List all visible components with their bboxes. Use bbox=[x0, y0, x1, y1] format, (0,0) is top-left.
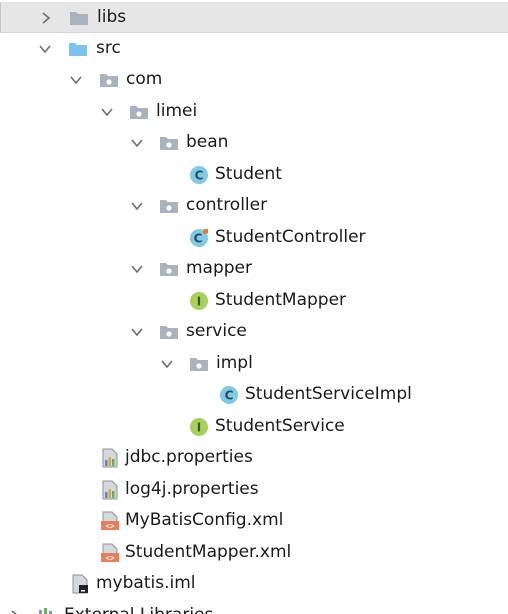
tree-item-label: StudentMapper bbox=[215, 290, 347, 310]
tree-item-controller[interactable]: controller bbox=[0, 190, 508, 221]
interface-icon: I bbox=[189, 417, 209, 437]
tree-item-student-controller[interactable]: C StudentController bbox=[0, 222, 508, 253]
tree-item-label: External Libraries bbox=[64, 605, 213, 614]
tree-item-libs[interactable]: libs bbox=[0, 2, 508, 33]
tree-item-label: MyBatisConfig.xml bbox=[125, 510, 284, 530]
svg-text:<>: <> bbox=[105, 522, 115, 531]
spring-class-icon: C bbox=[189, 228, 209, 248]
tree-item-mapper[interactable]: mapper bbox=[0, 253, 508, 284]
tree-item-jdbc-properties[interactable]: jdbc.properties bbox=[0, 442, 508, 473]
properties-file-icon bbox=[100, 448, 120, 468]
tree-item-label: StudentMapper.xml bbox=[125, 542, 292, 562]
tree-item-mybatis-config-xml[interactable]: <> MyBatisConfig.xml bbox=[0, 505, 508, 536]
tree-item-label: log4j.properties bbox=[125, 479, 259, 499]
properties-file-icon bbox=[100, 480, 120, 500]
svg-text:C: C bbox=[225, 389, 234, 403]
tree-item-log4j-properties[interactable]: log4j.properties bbox=[0, 474, 508, 505]
source-folder-icon bbox=[68, 39, 88, 59]
tree-item-label: bean bbox=[186, 132, 229, 152]
chevron-down-icon[interactable] bbox=[38, 42, 52, 56]
tree-item-src[interactable]: src bbox=[0, 33, 508, 64]
chevron-down-icon[interactable] bbox=[160, 357, 174, 371]
tree-item-label: impl bbox=[216, 353, 253, 373]
tree-item-com[interactable]: com bbox=[0, 64, 508, 95]
class-icon: C bbox=[189, 165, 209, 185]
svg-text:<>: <> bbox=[105, 554, 115, 563]
tree-item-label: limei bbox=[156, 101, 198, 121]
tree-item-label: src bbox=[96, 38, 121, 58]
tree-item-label: com bbox=[126, 69, 163, 89]
package-icon bbox=[159, 259, 179, 279]
package-icon bbox=[189, 354, 209, 374]
svg-text:I: I bbox=[197, 295, 201, 309]
tree-item-label: controller bbox=[186, 195, 268, 215]
tree-item-label: Student bbox=[215, 164, 282, 184]
tree-item-bean[interactable]: bean bbox=[0, 127, 508, 158]
package-icon bbox=[129, 102, 149, 122]
tree-item-label: mybatis.iml bbox=[96, 573, 196, 593]
xml-file-icon: <> bbox=[100, 511, 120, 531]
tree-item-label: StudentController bbox=[215, 227, 366, 247]
tree-item-student-mapper-xml[interactable]: <> StudentMapper.xml bbox=[0, 537, 508, 568]
chevron-down-icon[interactable] bbox=[69, 73, 83, 87]
tree-item-external-libraries[interactable]: External Libraries bbox=[0, 600, 508, 614]
tree-item-limei[interactable]: limei bbox=[0, 96, 508, 127]
tree-item-label: service bbox=[186, 321, 247, 341]
tree-item-label: jdbc.properties bbox=[125, 447, 253, 467]
tree-item-label: mapper bbox=[186, 258, 253, 278]
chevron-down-icon[interactable] bbox=[130, 199, 144, 213]
tree-item-label: StudentServiceImpl bbox=[245, 384, 412, 404]
chevron-down-icon[interactable] bbox=[130, 325, 144, 339]
svg-text:C: C bbox=[195, 169, 204, 183]
tree-item-service[interactable]: service bbox=[0, 316, 508, 347]
svg-text:I: I bbox=[197, 421, 201, 435]
tree-item-impl[interactable]: impl bbox=[0, 348, 508, 379]
chevron-right-icon[interactable] bbox=[39, 11, 53, 25]
tree-item-mybatis-iml[interactable]: mybatis.iml bbox=[0, 568, 508, 599]
tree-item-student-service[interactable]: I StudentService bbox=[0, 411, 508, 442]
chevron-right-icon[interactable] bbox=[8, 609, 22, 614]
interface-icon: I bbox=[189, 291, 209, 311]
tree-item-student[interactable]: C Student bbox=[0, 159, 508, 190]
chevron-down-icon[interactable] bbox=[100, 105, 114, 119]
svg-text:C: C bbox=[194, 232, 203, 246]
package-icon bbox=[159, 322, 179, 342]
iml-file-icon bbox=[70, 574, 90, 594]
package-icon bbox=[159, 133, 179, 153]
tree-item-student-mapper[interactable]: I StudentMapper bbox=[0, 285, 508, 316]
package-icon bbox=[159, 196, 179, 216]
tree-item-student-service-impl[interactable]: C StudentServiceImpl bbox=[0, 379, 508, 410]
chevron-down-icon[interactable] bbox=[130, 262, 144, 276]
xml-file-icon: <> bbox=[100, 543, 120, 563]
class-icon: C bbox=[219, 385, 239, 405]
tree-item-label: StudentService bbox=[215, 416, 345, 436]
package-icon bbox=[99, 70, 119, 90]
libraries-icon bbox=[37, 606, 57, 614]
chevron-down-icon[interactable] bbox=[130, 136, 144, 150]
folder-icon bbox=[69, 8, 89, 28]
tree-item-label: libs bbox=[97, 7, 127, 27]
